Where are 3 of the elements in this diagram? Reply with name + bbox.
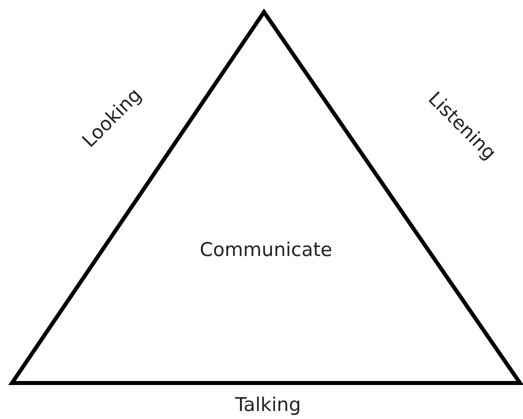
triangle bbox=[10, 10, 522, 386]
center-label: Communicate bbox=[200, 239, 332, 261]
side-label: Talking bbox=[235, 394, 301, 416]
